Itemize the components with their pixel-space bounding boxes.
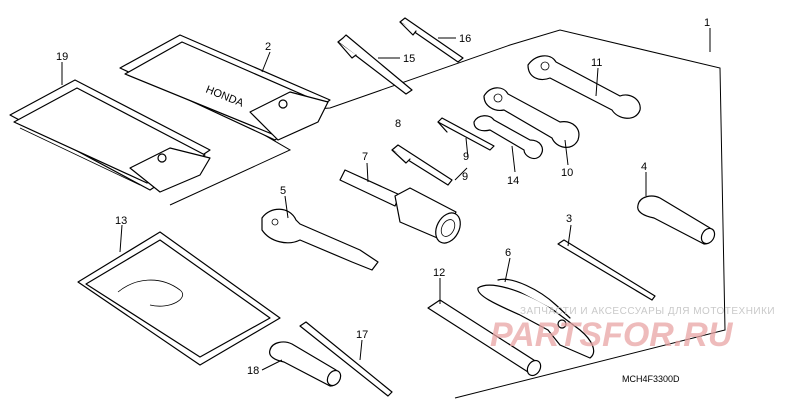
callout-7: 7 (362, 151, 368, 163)
hex-key-8 (391, 144, 453, 186)
wrench-14 (473, 115, 543, 160)
manual-case (77, 231, 281, 366)
callout-6: 6 (505, 247, 511, 259)
extension-bar (427, 299, 542, 377)
watermark: ЗАПЧАСТИ И АКСЕССУАРЫ ДЛЯ МОТОТЕХНИКИ PA… (490, 306, 775, 354)
callout-17: 17 (356, 329, 368, 341)
leader-lines (61, 28, 711, 371)
screwdriver-shaft (299, 321, 393, 397)
pin-spanner (261, 208, 379, 271)
callout-8: 8 (395, 118, 401, 130)
watermark-logo: PARTSFOR.RU (490, 316, 734, 354)
tool-bag (9, 79, 211, 193)
watermark-tagline: ЗАПЧАСТИ И АКСЕССУАРЫ ДЛЯ МОТОТЕХНИКИ (520, 306, 775, 317)
callout-9-upper: 9 (463, 151, 469, 163)
pliers (477, 278, 595, 359)
screwdriver-bit (557, 239, 656, 301)
callout-3: 3 (566, 213, 572, 225)
callout-19: 19 (56, 51, 68, 63)
callout-12: 12 (433, 267, 445, 279)
callout-9-lower: 9 (462, 171, 468, 183)
callout-1: 1 (704, 17, 710, 29)
callout-10: 10 (561, 167, 573, 179)
screwdriver-handle (269, 341, 342, 387)
callout-16: 16 (459, 33, 471, 45)
diagram-code: MCH4F3300D (622, 374, 680, 384)
callout-18: 18 (247, 365, 259, 377)
callout-15: 15 (403, 53, 415, 65)
callout-2: 2 (265, 41, 271, 53)
callout-11: 11 (591, 57, 602, 69)
hex-key-16 (399, 17, 464, 63)
callout-5: 5 (280, 185, 286, 197)
hex-key-9 (437, 117, 495, 151)
screwdriver-grip (637, 195, 716, 245)
callout-13: 13 (115, 215, 127, 227)
wrench-11 (527, 55, 641, 119)
callout-labels: 1 2 3 4 5 6 7 8 9 9 10 11 12 13 14 15 16… (56, 17, 710, 377)
wrench-10 (483, 87, 580, 148)
tool-pouch: HONDA (119, 34, 331, 141)
spark-plug-wrench (339, 169, 461, 244)
callout-14: 14 (507, 175, 519, 187)
hex-key-15 (337, 34, 413, 95)
callout-4: 4 (641, 161, 647, 173)
